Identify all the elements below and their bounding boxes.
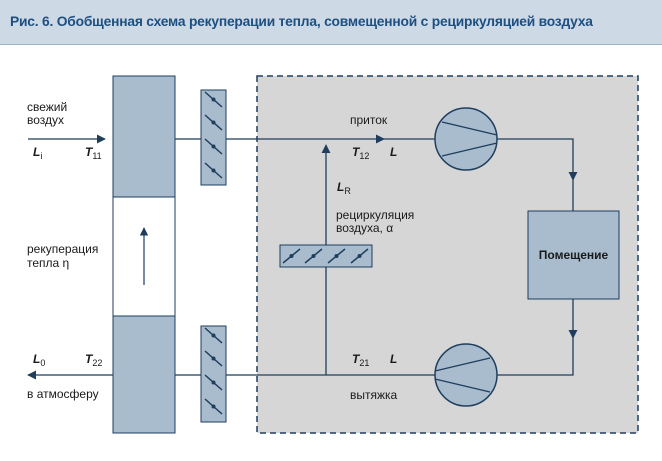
recuperation-label-line2: тепла η <box>27 256 70 270</box>
symbol-L-R: LR <box>337 180 351 196</box>
title-bar: Рис. 6. Обобщенная схема рекуперации теп… <box>0 0 662 45</box>
recuperation-label-line1: рекуперация <box>27 242 99 256</box>
fresh-air-label-line2: воздух <box>27 113 65 127</box>
symbol-T-11: T11 <box>85 145 102 161</box>
supply-fan <box>434 107 498 171</box>
room-block <box>527 210 620 300</box>
symbol-T-21: T21 <box>352 352 370 368</box>
exhaust-label: вытяжка <box>350 388 398 402</box>
recirculation-label-line2: воздуха, α <box>336 221 394 235</box>
exhaust-damper <box>200 325 227 423</box>
fresh-air-label-line1: свежий <box>27 100 68 114</box>
supply-to-room-line <box>497 138 578 181</box>
recirculation-label-line1: рециркуляция <box>336 208 415 222</box>
symbol-L-exhaust: L <box>390 352 398 366</box>
symbol-L-supply: L <box>390 145 398 159</box>
symbol-T-22: T22 <box>85 352 103 368</box>
exhaust-fan <box>434 343 498 407</box>
symbol-T-12: T12 <box>352 145 370 161</box>
symbol-L-i: Li <box>33 145 43 161</box>
recirculation-damper <box>279 244 373 268</box>
symbol-L-0: L0 <box>33 352 46 368</box>
room-label: Помещение <box>538 248 609 262</box>
heat-exchanger-top-block <box>112 75 176 198</box>
supply-damper <box>200 89 227 186</box>
supply-label: приток <box>350 113 388 127</box>
to-atmosphere-label: в атмосферу <box>27 387 99 401</box>
heat-exchanger-bottom-block <box>112 315 176 434</box>
figure-title: Рис. 6. Обобщенная схема рекуперации теп… <box>10 14 593 29</box>
